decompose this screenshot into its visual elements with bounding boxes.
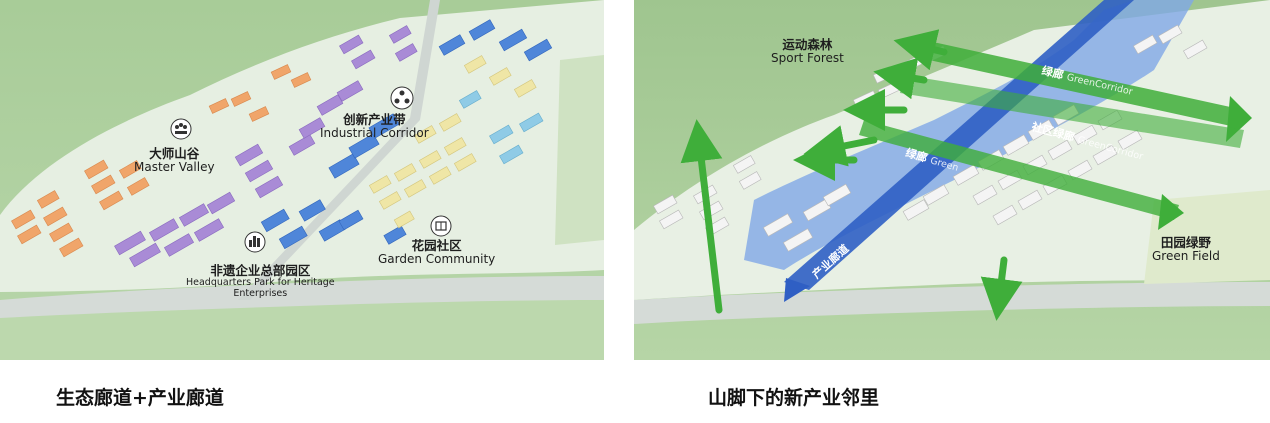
master-valley-zh: 大师山谷 xyxy=(149,146,200,161)
hq-park-en-line1: Headquarters Park for Heritage xyxy=(186,277,335,289)
garden-community-en: Garden Community xyxy=(378,252,496,267)
green-arrows xyxy=(680,29,1023,321)
hq-park-zh: 非遗企业总部园区 xyxy=(210,263,311,278)
caption-left: 生态廊道+产业廊道 xyxy=(56,387,224,409)
garden-community-label: 花园社区 Garden Community xyxy=(378,238,496,267)
community-corridor-band xyxy=(859,120,1179,220)
left-map-illustration xyxy=(0,0,604,360)
green-field-label: 田园绿野 Green Field xyxy=(1152,235,1220,264)
industrial-corridor-en: Industrial Corridor xyxy=(320,126,429,141)
hq-park-icon xyxy=(244,231,266,253)
right-map-panel: 运动森林 Sport Forest 田园绿野 Green Field 绿廊 Gr… xyxy=(634,0,1270,360)
master-valley-label: 大师山谷 Master Valley xyxy=(134,146,215,175)
industry-corridor-arrowhead xyxy=(784,278,810,302)
industrial-corridor-icon xyxy=(390,86,414,110)
green-field-en: Green Field xyxy=(1152,249,1220,264)
green-corridor-band-top xyxy=(920,40,1244,128)
orange-buildings xyxy=(11,64,312,258)
green-field-zh: 田园绿野 xyxy=(1160,235,1211,250)
garden-community-icon xyxy=(430,215,452,237)
caption-right: 山脚下的新产业邻里 xyxy=(708,387,880,409)
highway xyxy=(0,276,604,318)
sport-forest-en: Sport Forest xyxy=(771,51,844,66)
blue-buildings xyxy=(260,19,553,250)
industrial-corridor-label: 创新产业带 Industrial Corridor xyxy=(320,112,429,141)
sport-forest-zh: 运动森林 xyxy=(782,37,833,52)
hq-park-label: 非遗企业总部园区 Headquarters Park for Heritage … xyxy=(186,263,335,300)
light-blue-buildings xyxy=(458,90,544,165)
yellow-buildings xyxy=(368,55,537,229)
industrial-corridor-zh: 创新产业带 xyxy=(343,112,406,127)
right-map-illustration xyxy=(634,0,1270,360)
garden-community-zh: 花园社区 xyxy=(411,238,462,253)
community-corridor-arrowhead xyxy=(1158,194,1184,230)
sport-forest-label: 运动森林 Sport Forest xyxy=(771,37,844,66)
hq-park-en-line2: Enterprises xyxy=(233,288,288,300)
right-fields xyxy=(555,55,604,245)
green-corridor-band-mid xyxy=(900,75,1244,148)
master-valley-icon xyxy=(170,118,192,140)
left-map-panel: 创新产业带 Industrial Corridor 大师山谷 Master Va… xyxy=(0,0,604,360)
master-valley-en: Master Valley xyxy=(134,160,215,175)
purple-buildings xyxy=(114,25,418,268)
